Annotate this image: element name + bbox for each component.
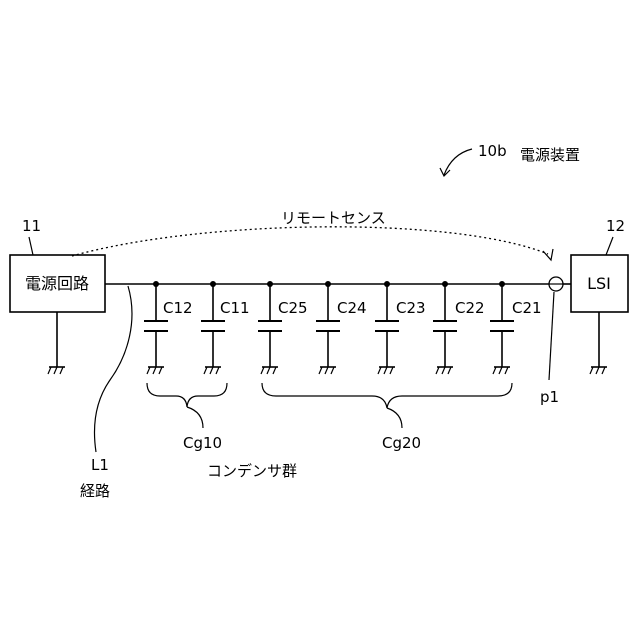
brace-cg20	[262, 383, 512, 408]
ground-symbol-lsi	[590, 312, 607, 374]
path-label: 経路	[80, 482, 110, 500]
brace-cg10	[147, 383, 227, 407]
capacitor-c22: C22	[433, 281, 485, 374]
remote-sense-line	[72, 227, 548, 256]
capacitor-c21: C21	[490, 281, 542, 374]
ground-symbol-power	[48, 312, 65, 374]
capacitor-c12: C12	[144, 281, 193, 374]
device-name: 電源装置	[520, 146, 580, 164]
group-caption: コンデンサ群	[207, 462, 297, 480]
power-circuit-ref: 11	[22, 217, 41, 235]
capacitor-label: C23	[396, 299, 426, 317]
power-circuit-ref-leader	[29, 237, 33, 255]
sense-point-leader	[549, 292, 554, 380]
remote-sense-arrowhead	[543, 249, 553, 260]
device-ref: 10b	[478, 142, 507, 160]
sense-point-ref: p1	[540, 388, 559, 406]
brace-cg20-leader	[387, 408, 402, 428]
capacitor-label: C24	[337, 299, 367, 317]
capacitor-label: C21	[512, 299, 542, 317]
lsi-ref: 12	[606, 217, 625, 235]
capacitor-c25: C25	[258, 281, 308, 374]
capacitor-label: C25	[278, 299, 308, 317]
capacitor-c23: C23	[375, 281, 426, 374]
group-ref-cg20: Cg20	[382, 434, 421, 452]
remote-sense-label: リモートセンス	[281, 209, 386, 227]
lsi-label: LSI	[587, 274, 611, 293]
capacitor-label: C22	[455, 299, 485, 317]
capacitor-label: C12	[163, 299, 193, 317]
capacitor-label: C11	[220, 299, 250, 317]
path-ref: L1	[91, 456, 109, 474]
capacitor-c11: C11	[201, 281, 250, 374]
capacitor-c24: C24	[316, 281, 367, 374]
power-circuit-label: 電源回路	[25, 274, 89, 293]
brace-cg10-leader	[187, 407, 203, 428]
group-ref-cg10: Cg10	[183, 434, 222, 452]
lsi-ref-leader	[606, 237, 613, 255]
